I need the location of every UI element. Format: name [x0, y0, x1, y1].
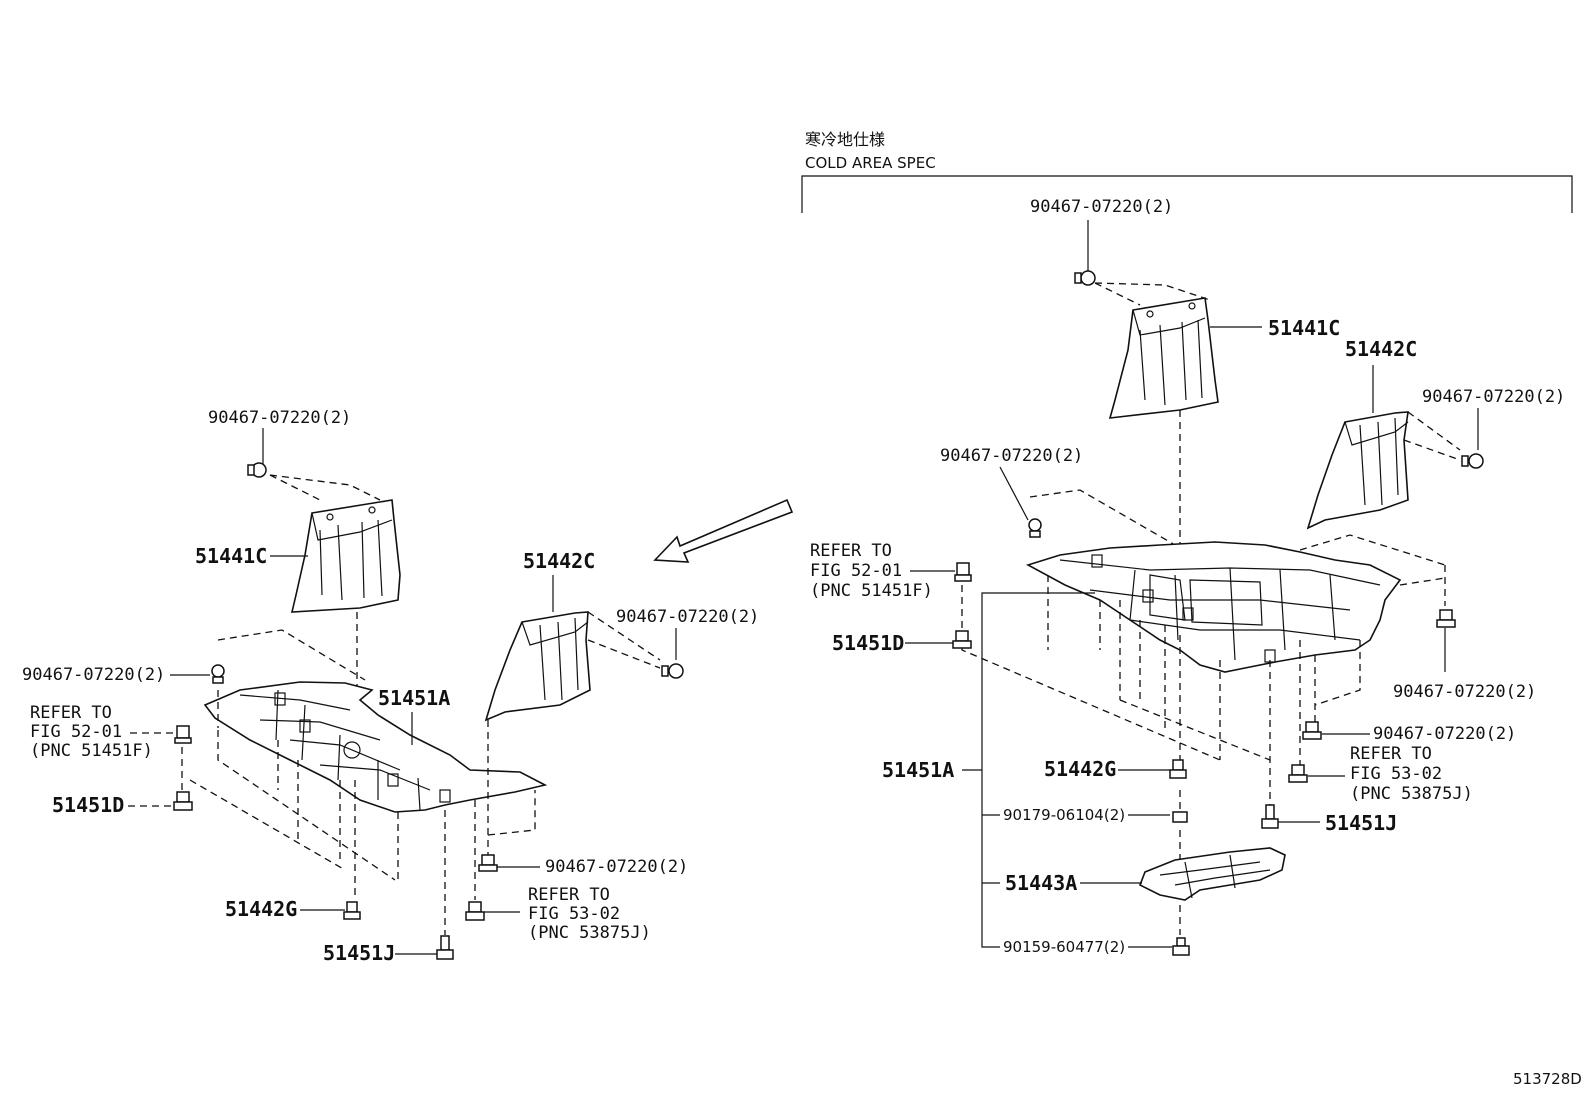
dashed-guide [269, 474, 321, 501]
cold-area-header: 寒冷地仕様 COLD AREA SPEC [801, 130, 1573, 213]
clip-icon [1288, 764, 1308, 783]
right-top-bolt-label: 90467-07220(2) [1030, 197, 1173, 217]
bolt-icon [1028, 518, 1042, 538]
right-refer2-line1: REFER TO [1350, 744, 1432, 764]
dashed-guide [1119, 699, 1271, 761]
right-refer2-line3: (PNC 53875J) [1350, 784, 1473, 804]
right-refer1-line2: FIG 52-01 [810, 561, 902, 581]
dashed-guide [269, 474, 381, 501]
left-lower-bolt-label: 90467-07220(2) [545, 857, 688, 877]
right-51442c-label: 51442C [1345, 337, 1417, 361]
bolt-icon [1461, 453, 1484, 469]
bolt-icon [436, 935, 454, 960]
left-51442c-label: 51442C [523, 549, 595, 573]
right-bolt1-label: 90467-07220(2) [1422, 387, 1565, 407]
dashed-guide [487, 790, 536, 836]
dashed-guide [189, 779, 346, 871]
bolt-icon [211, 664, 225, 684]
left-refer1-line1: REFER TO [30, 703, 112, 723]
fastener-icon [952, 630, 972, 649]
right-refer2-line2: FIG 53-02 [1350, 764, 1442, 784]
part-51441c-left [290, 499, 401, 613]
dashed-guide [217, 730, 396, 881]
part-51451a-right [1025, 541, 1402, 673]
bolt-icon [1074, 270, 1096, 286]
direction-arrow [653, 498, 794, 563]
dashed-guide [1299, 534, 1446, 566]
leader-line [999, 466, 1029, 521]
right-bolt2-label: 90467-07220(2) [1393, 682, 1536, 702]
bolt-icon [478, 854, 498, 872]
right-51443a-label: 51443A [1005, 871, 1077, 895]
left-refer2-line2: FIG 53-02 [528, 904, 620, 924]
clip-icon [1169, 759, 1187, 779]
right-51442g-label: 51442G [1044, 757, 1116, 781]
right-51441c-label: 51441C [1268, 316, 1340, 340]
bolt-icon [1261, 804, 1279, 829]
left-top-bolt-label: 90467-07220(2) [208, 408, 351, 428]
left-51441c-label: 51441C [195, 544, 267, 568]
dashed-guide [1399, 577, 1446, 586]
part-51442c-right [1306, 411, 1409, 530]
clip-icon [465, 901, 485, 921]
right-mid-bolt-label: 90467-07220(2) [940, 446, 1083, 466]
clip-icon [343, 901, 361, 920]
fastener-icon [173, 791, 193, 811]
left-left-bolt-label: 90467-07220(2) [22, 665, 165, 685]
arrow-shape [653, 498, 794, 563]
left-refer2-line3: (PNC 53875J) [528, 923, 651, 943]
left-refer1-line3: (PNC 51451F) [30, 741, 153, 761]
right-90179-label: 90179-06104(2) [1003, 806, 1125, 824]
left-refer2-line1: REFER TO [528, 885, 610, 905]
left-51451d-label: 51451D [52, 793, 124, 817]
left-refer1-line2: FIG 52-01 [30, 722, 122, 742]
part-51451a-left [203, 681, 548, 813]
bolt-icon [247, 462, 267, 478]
left-assembly: 90467-07220(2) 51441C 51442C 90467-07220… [22, 408, 759, 965]
clip-icon [174, 725, 192, 744]
cold-area-en-label: COLD AREA SPEC [805, 154, 936, 172]
dashed-guide [217, 629, 366, 681]
clip-icon [954, 562, 972, 582]
part-51441c-right [1108, 297, 1219, 419]
dashed-guide [1094, 282, 1211, 301]
right-90159-label: 90159-60477(2) [1003, 938, 1125, 956]
bolt-icon [1436, 609, 1456, 628]
dashed-guide [1407, 411, 1461, 451]
left-right-bolt-label: 90467-07220(2) [616, 607, 759, 627]
bolt-icon [661, 663, 684, 679]
dashed-guide [587, 611, 661, 661]
right-51451d-label: 51451D [832, 631, 904, 655]
cold-area-jp-label: 寒冷地仕様 [805, 130, 885, 149]
bolt-icon [1172, 937, 1190, 956]
dashed-guide [1403, 439, 1461, 461]
right-assembly: 90467-07220(2) 51441C 51442C 9 [810, 197, 1565, 956]
part-51443a-right [1138, 847, 1286, 901]
dashed-guide [1094, 282, 1141, 306]
right-51451j-label: 51451J [1325, 811, 1397, 835]
diagram-code: 513728D [1513, 1070, 1582, 1088]
dashed-guide [1029, 489, 1176, 546]
left-51451j-label: 51451J [323, 941, 395, 965]
cold-area-bracket [801, 175, 1573, 213]
part-51442c-left [484, 611, 591, 722]
bolt-icon [1302, 721, 1322, 740]
right-51451a-label: 51451A [882, 758, 954, 782]
dashed-guide [587, 639, 661, 669]
dashed-guide [961, 635, 1221, 761]
left-51442g-label: 51442G [225, 897, 297, 921]
dashed-guide [1314, 640, 1361, 706]
left-51451a-label: 51451A [378, 686, 450, 710]
right-refer1-line3: (PNC 51451F) [810, 581, 933, 601]
nut-icon [1172, 811, 1188, 823]
right-refer1-line1: REFER TO [810, 541, 892, 561]
right-bolt3-label: 90467-07220(2) [1373, 724, 1516, 744]
